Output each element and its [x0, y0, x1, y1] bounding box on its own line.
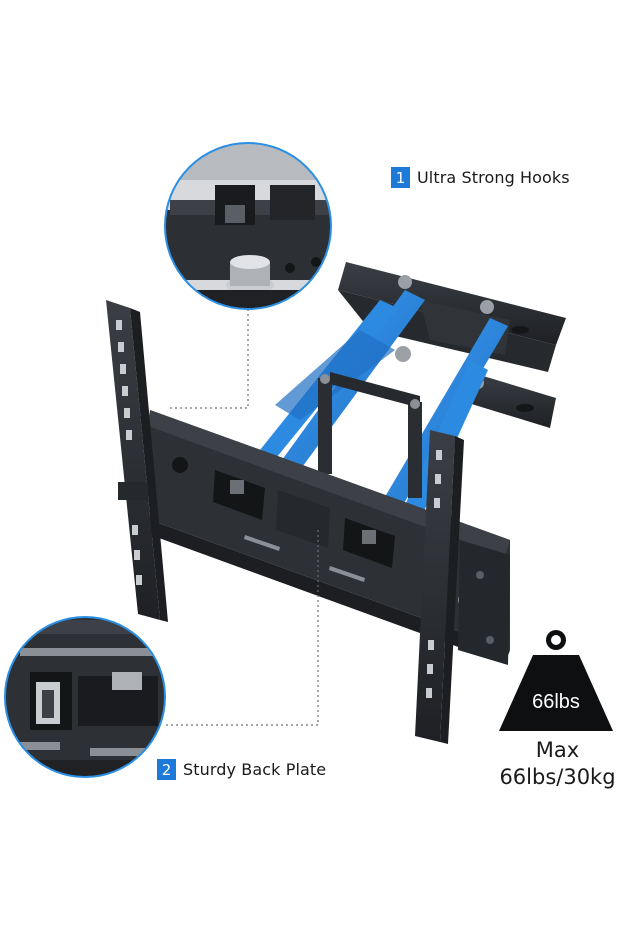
articulating-arms [252, 290, 508, 520]
callout-ultra-strong-hooks: 1 Ultra Strong Hooks [391, 167, 570, 188]
callout-label: Sturdy Back Plate [183, 760, 327, 779]
callout-sturdy-back-plate: 2 Sturdy Back Plate [157, 759, 326, 780]
max-capacity: Max 66lbs/30kg [490, 737, 621, 791]
capacity-line-1: Max [535, 738, 580, 762]
callout-label: Ultra Strong Hooks [417, 168, 570, 187]
wall-plate [338, 262, 566, 428]
weight-badge-text: 66lbs [532, 691, 580, 713]
callout-number-badge: 2 [157, 759, 176, 780]
weight-icon [499, 630, 613, 731]
callout-number-badge: 1 [391, 167, 410, 188]
hooks-detail-circle [164, 142, 332, 310]
leader-lines [165, 309, 319, 726]
side-support [458, 540, 510, 665]
capacity-line-2: 66lbs/30kg [499, 765, 616, 789]
tv-back-plate [148, 410, 510, 664]
left-vertical-bracket [106, 300, 168, 622]
back-plate-detail-circle [4, 616, 166, 778]
